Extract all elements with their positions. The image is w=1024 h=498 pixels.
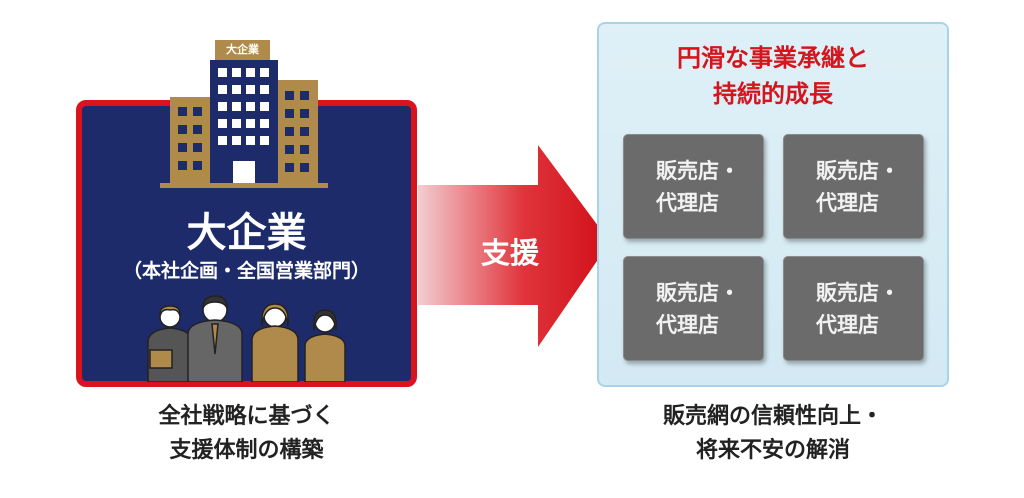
card-line: 代理店	[656, 313, 719, 337]
caption-line: 将来不安の解消	[695, 438, 850, 463]
card-line: 代理店	[656, 191, 719, 215]
card-line: 販売店・	[656, 159, 740, 183]
goal-title: 円滑な事業承継と 持続的成長	[597, 40, 949, 112]
dealer-card: 販売店・代理店	[623, 134, 764, 239]
left-caption: 全社戦略に基づく 支援体制の構築	[76, 400, 417, 468]
dealer-card: 販売店・代理店	[783, 134, 924, 239]
card-line: 代理店	[816, 313, 879, 337]
caption-line: 全社戦略に基づく	[158, 404, 335, 429]
large-company-title: 大企業	[186, 210, 307, 256]
dealer-card: 販売店・代理店	[623, 256, 764, 361]
caption-line: 支援体制の構築	[169, 438, 324, 463]
business-people-icon	[147, 295, 346, 382]
arrow-label: 支援	[480, 236, 539, 270]
goal-title-line: 持続的成長	[713, 80, 833, 108]
caption-line: 販売網の信頼性向上・	[662, 404, 883, 429]
office-building-icon	[160, 40, 328, 188]
goal-title-line: 円滑な事業承継と	[677, 44, 869, 72]
building-sign: 大企業	[226, 43, 259, 56]
support-arrow	[418, 145, 610, 347]
card-line: 販売店・	[816, 159, 900, 183]
card-line: 販売店・	[816, 281, 900, 305]
card-line: 代理店	[816, 191, 879, 215]
dealer-card: 販売店・代理店	[783, 256, 924, 361]
right-caption: 販売網の信頼性向上・ 将来不安の解消	[597, 400, 949, 468]
card-line: 販売店・	[656, 281, 740, 305]
large-company-subtitle: （本社企画・全国営業部門）	[122, 260, 370, 282]
